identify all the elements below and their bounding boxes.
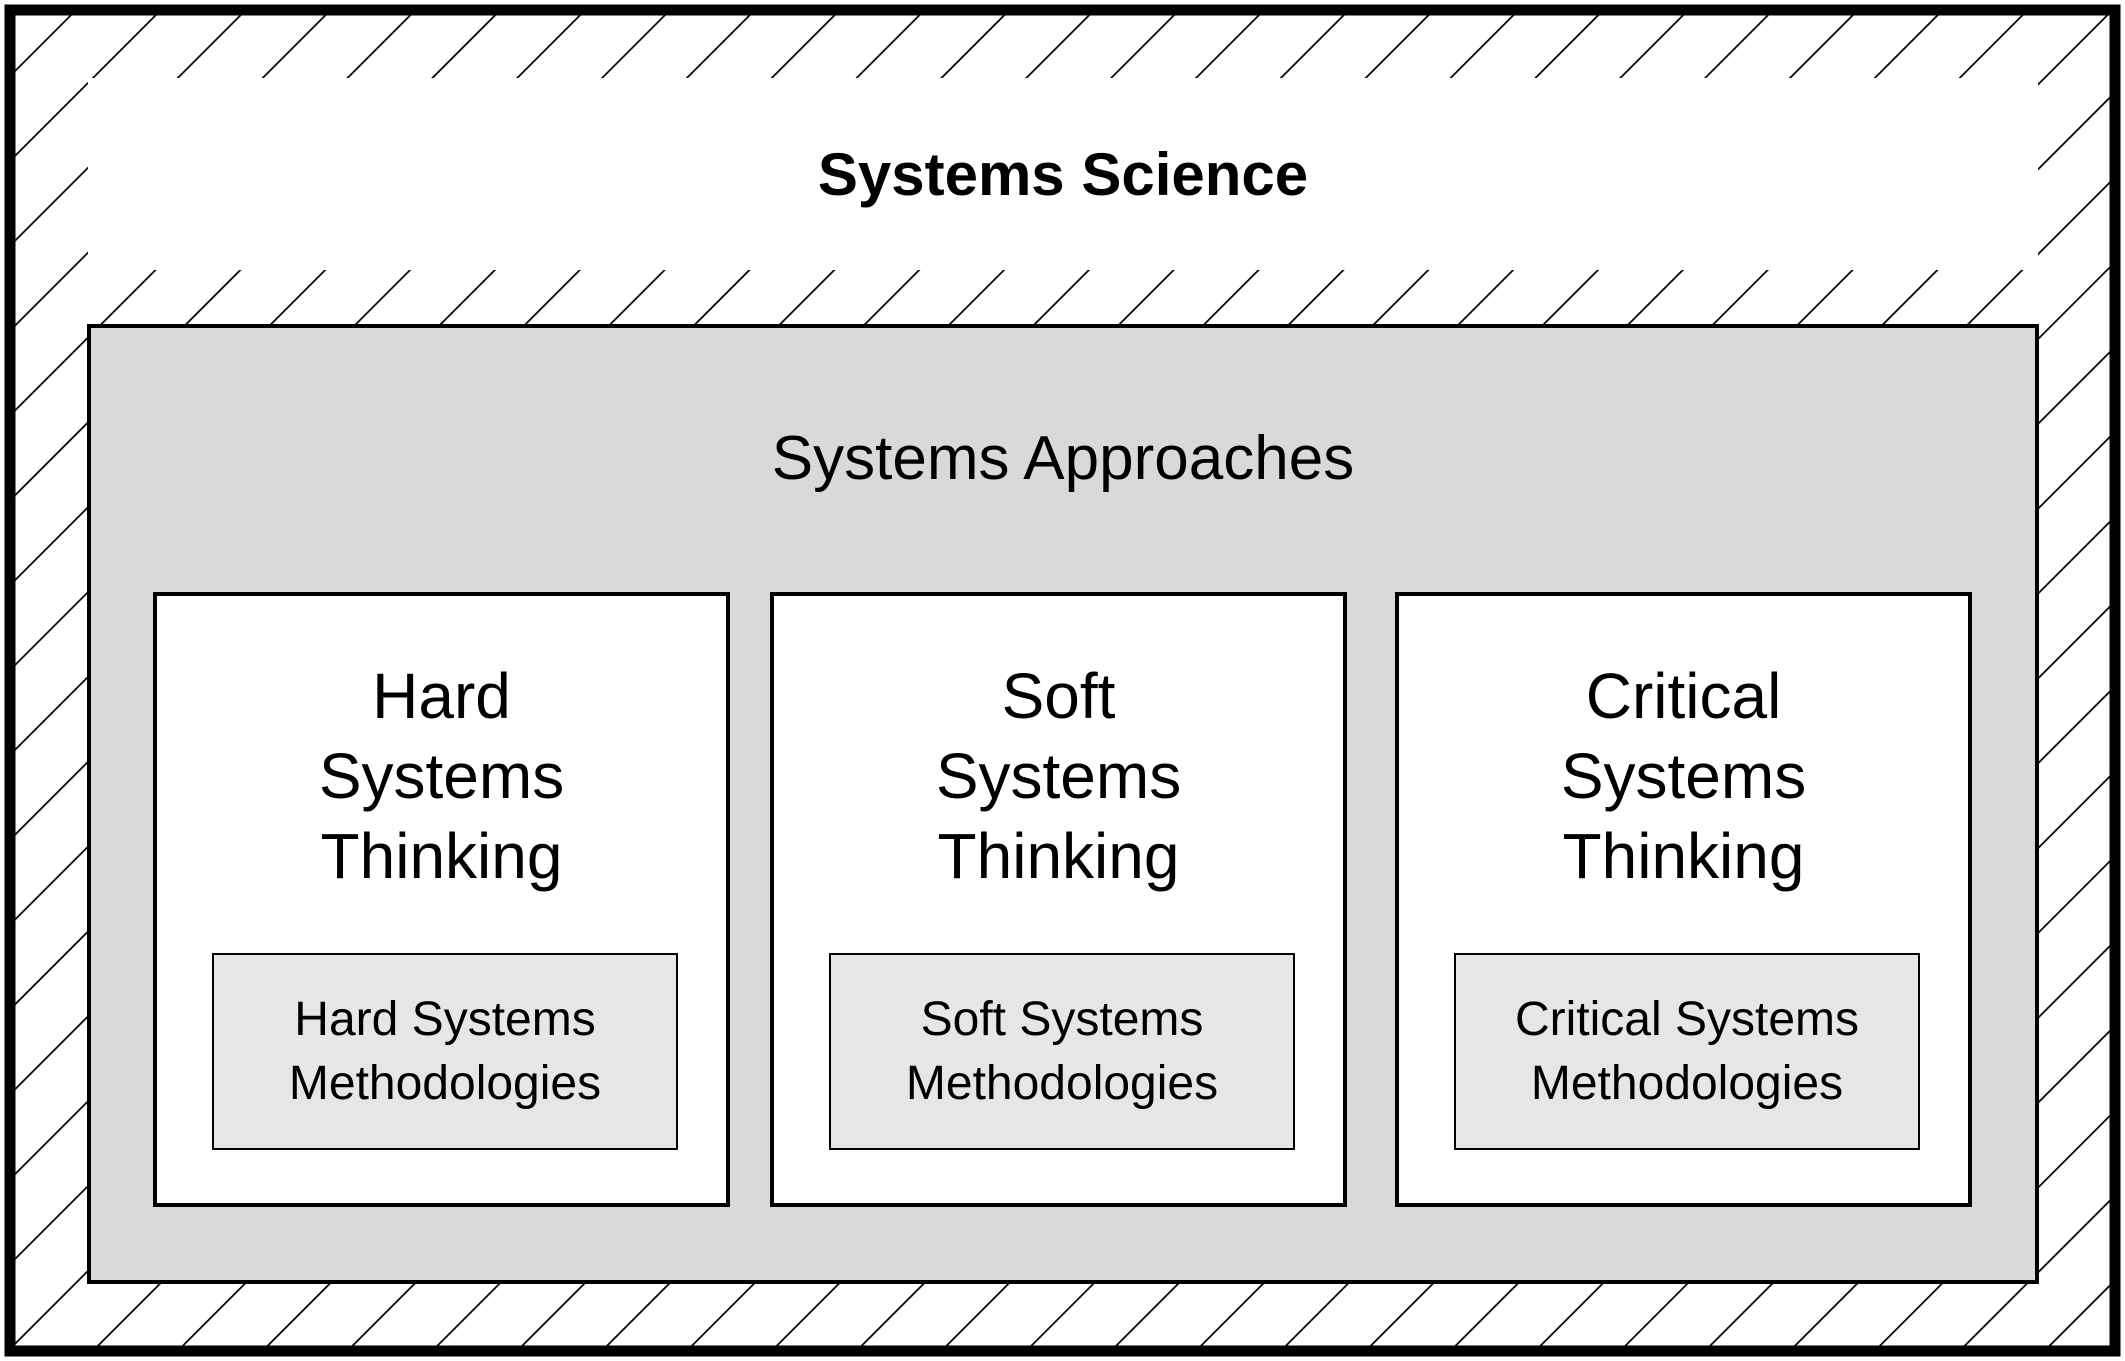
card-title: Hard Systems Thinking [157, 656, 726, 896]
soft-systems-methodologies-box: Soft Systems Methodologies [829, 953, 1295, 1150]
card-title-line: Systems [935, 740, 1182, 812]
method-line: Methodologies [288, 1056, 602, 1110]
critical-systems-methodologies-box: Critical Systems Methodologies [1454, 953, 1920, 1150]
systems-science-header: Systems Science [88, 78, 2038, 270]
card-title-line: Systems [318, 740, 565, 812]
diagram-title: Systems Science [817, 140, 1309, 208]
card-title-line: Soft [1001, 660, 1116, 732]
hard-systems-thinking-card: Hard Systems Thinking Hard Systems Metho… [153, 592, 730, 1207]
card-title-line: Critical [1585, 660, 1782, 732]
method-line: Hard Systems [294, 992, 596, 1046]
card-title-line: Hard [372, 660, 511, 732]
systems-approaches-label: Systems Approaches [771, 424, 1355, 493]
card-title-line: Thinking [937, 820, 1180, 892]
card-title-line: Thinking [320, 820, 563, 892]
method-line: Soft Systems [920, 992, 1204, 1046]
soft-systems-thinking-card: Soft Systems Thinking Soft Systems Metho… [770, 592, 1347, 1207]
outer-border [4, 4, 2121, 1357]
critical-systems-thinking-card: Critical Systems Thinking Critical Syste… [1395, 592, 1972, 1207]
card-title-line: Thinking [1562, 820, 1805, 892]
hard-systems-methodologies-box: Hard Systems Methodologies [212, 953, 678, 1150]
card-title-line: Systems [1560, 740, 1807, 812]
method-line: Critical Systems [1514, 992, 1860, 1046]
method-line: Methodologies [905, 1056, 1219, 1110]
method-line: Methodologies [1530, 1056, 1844, 1110]
card-title: Soft Systems Thinking [774, 656, 1343, 896]
card-title: Critical Systems Thinking [1399, 656, 1968, 896]
